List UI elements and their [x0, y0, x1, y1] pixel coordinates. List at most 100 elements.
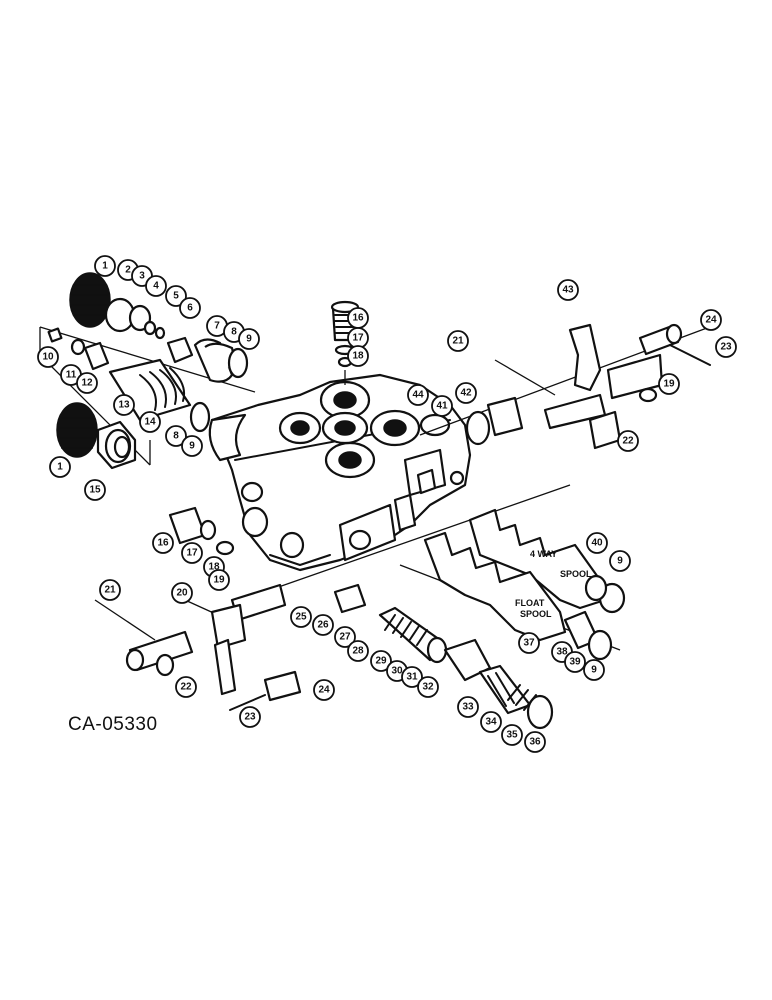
callout-9: 9 [583, 659, 605, 681]
callout-circle [175, 676, 197, 698]
callout-26: 26 [312, 614, 334, 636]
callout-circle [313, 679, 335, 701]
callout-circle [564, 651, 586, 673]
callout-number: 21 [104, 585, 116, 596]
callout-circle [347, 640, 369, 662]
callout-19: 19 [658, 373, 680, 395]
callout-circle [49, 456, 71, 478]
callout-circle [179, 297, 201, 319]
upper-cap-assembly [39, 272, 256, 466]
callout-number: 9 [591, 665, 597, 676]
callout-circle [76, 372, 98, 394]
label-4-way: 4 WAY [530, 549, 557, 559]
callout-circle [37, 346, 59, 368]
callout-number: 16 [157, 538, 169, 549]
callout-number: 43 [562, 285, 574, 296]
callout-number: 3 [139, 271, 145, 282]
callout-36: 36 [524, 731, 546, 753]
callout-1: 1 [49, 456, 71, 478]
callout-number: 8 [173, 431, 179, 442]
callout-number: 22 [180, 682, 192, 693]
callout-number: 16 [352, 313, 364, 324]
callout-number: 39 [569, 657, 581, 668]
callout-22: 22 [617, 430, 639, 452]
callout-37: 37 [518, 632, 540, 654]
lower-cap-assembly [56, 402, 137, 470]
callout-number: 24 [705, 315, 717, 326]
spools [269, 484, 626, 661]
callout-circle [401, 666, 423, 688]
callout-number: 14 [144, 417, 156, 428]
callout-13: 13 [113, 394, 135, 416]
callout-25: 25 [290, 606, 312, 628]
callout-34: 34 [480, 711, 502, 733]
callout-number: 10 [42, 352, 54, 363]
callout-42: 42 [455, 382, 477, 404]
callout-circle [239, 706, 261, 728]
callout-circle [586, 532, 608, 554]
callout-number: 1 [57, 462, 63, 473]
callout-circle [524, 731, 546, 753]
callout-8: 8 [165, 425, 187, 447]
callout-number: 40 [591, 538, 603, 549]
callout-circle [417, 676, 439, 698]
callout-41: 41 [431, 395, 453, 417]
callout-15: 15 [84, 479, 106, 501]
label-float: FLOAT [515, 598, 545, 608]
callout-9: 9 [609, 550, 631, 572]
callout-number: 9 [189, 441, 195, 452]
callout-number: 36 [529, 737, 541, 748]
callout-circle [455, 382, 477, 404]
callout-circle [113, 394, 135, 416]
callout-circle [518, 632, 540, 654]
callout-number: 26 [317, 620, 329, 631]
callout-number: 2 [125, 265, 131, 276]
callout-circle [370, 650, 392, 672]
callout-number: 22 [622, 436, 634, 447]
callout-number: 23 [720, 342, 732, 353]
callout-44: 44 [407, 384, 429, 406]
callout-circle [94, 255, 116, 277]
callout-number: 11 [66, 370, 77, 381]
callout-circle [238, 328, 260, 350]
callout-24: 24 [700, 309, 722, 331]
callout-number: 5 [173, 291, 179, 302]
callout-circle [99, 579, 121, 601]
callout-28: 28 [347, 640, 369, 662]
callout-number: 23 [244, 712, 256, 723]
callout-35: 35 [501, 724, 523, 746]
callout-circle [139, 411, 161, 433]
callout-number: 42 [460, 388, 472, 399]
callout-circle [145, 275, 167, 297]
callout-circle [165, 285, 187, 307]
figure-code: CA-05330 [68, 714, 158, 735]
callout-circle [447, 330, 469, 352]
callout-31: 31 [401, 666, 423, 688]
callout-number: 12 [81, 378, 93, 389]
callout-circle [152, 532, 174, 554]
callout-27: 27 [334, 626, 356, 648]
callout-40: 40 [586, 532, 608, 554]
callout-18: 18 [347, 345, 369, 367]
callout-circle [617, 430, 639, 452]
callout-circle [700, 309, 722, 331]
callout-17: 17 [347, 327, 369, 349]
callout-number: 17 [352, 333, 364, 344]
callout-21: 21 [99, 579, 121, 601]
callout-23: 23 [715, 336, 737, 358]
callout-circle [181, 435, 203, 457]
right-lever-assembly [419, 323, 716, 450]
callout-number: 18 [352, 351, 364, 362]
callout-number: 15 [89, 485, 101, 496]
callout-24: 24 [313, 679, 335, 701]
callout-20: 20 [171, 582, 193, 604]
callout-circle [171, 582, 193, 604]
callout-circle [290, 606, 312, 628]
callout-circle [480, 711, 502, 733]
callout-number: 44 [412, 390, 424, 401]
callout-number: 38 [556, 647, 568, 658]
callout-number: 18 [208, 562, 220, 573]
callout-12: 12 [76, 372, 98, 394]
